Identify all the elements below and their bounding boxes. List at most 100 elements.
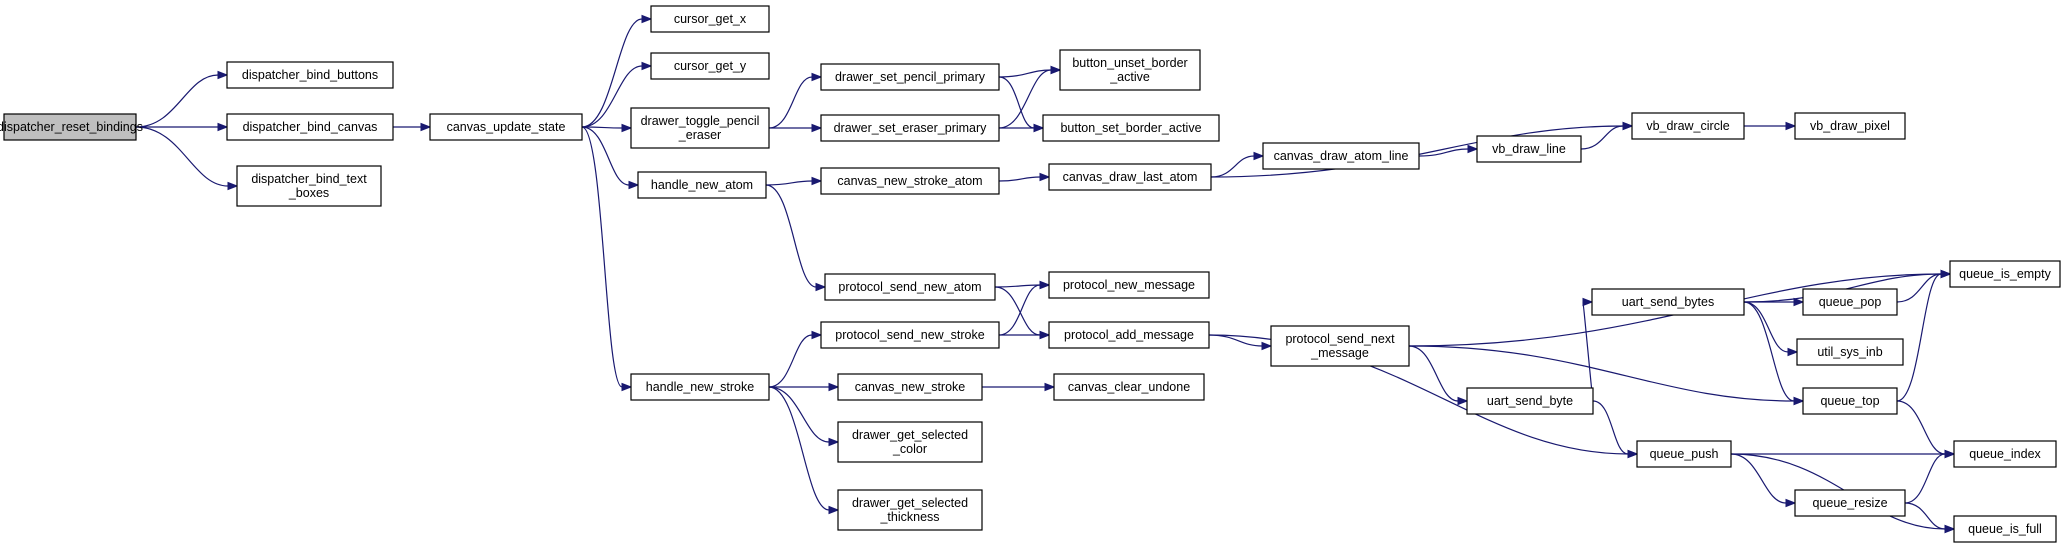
node-label: canvas_draw_atom_line — [1274, 149, 1409, 163]
node-label: queue_top — [1820, 394, 1879, 408]
node-protocol_send_new_stroke[interactable]: protocol_send_new_stroke — [820, 321, 1000, 349]
node-box — [820, 114, 1000, 142]
arrowhead-queue_push-to-queue_resize — [1785, 498, 1797, 508]
node-uart_send_bytes[interactable]: uart_send_bytes — [1591, 288, 1745, 316]
node-queue_pop[interactable]: queue_pop — [1802, 288, 1898, 316]
node-canvas_new_stroke[interactable]: canvas_new_stroke — [837, 373, 983, 401]
node-label: dispatcher_bind_text — [251, 172, 367, 186]
arrowhead-canvas_update_state-to-handle_new_stroke — [621, 382, 633, 392]
call-edges — [135, 14, 1956, 534]
node-box — [1949, 260, 2061, 288]
node-label: handle_new_atom — [651, 178, 753, 192]
node-dispatcher_reset_bindings[interactable]: dispatcher_reset_bindings — [0, 113, 143, 141]
edge-canvas_update_state-to-handle_new_stroke — [581, 126, 623, 388]
node-dispatcher_bind_text_boxes[interactable]: dispatcher_bind_text_boxes — [236, 165, 382, 207]
node-label: canvas_new_stroke — [855, 380, 966, 394]
node-cursor_get_x[interactable]: cursor_get_x — [650, 5, 770, 33]
node-label: protocol_add_message — [1064, 328, 1194, 342]
edge-uart_send_byte-to-queue_push — [1592, 400, 1629, 455]
node-drawer_set_pencil_primary[interactable]: drawer_set_pencil_primary — [820, 63, 1000, 91]
node-canvas_update_state[interactable]: canvas_update_state — [429, 113, 583, 141]
node-box — [1270, 325, 1410, 367]
node-dispatcher_bind_buttons[interactable]: dispatcher_bind_buttons — [226, 61, 394, 89]
node-queue_index[interactable]: queue_index — [1953, 440, 2057, 468]
arrowhead-handle_new_stroke-to-canvas_new_stroke — [828, 382, 840, 392]
node-drawer_toggle_pencil_eraser[interactable]: drawer_toggle_pencil_eraser — [630, 107, 770, 149]
node-queue_is_empty[interactable]: queue_is_empty — [1949, 260, 2061, 288]
node-button_unset_border_active[interactable]: button_unset_border_active — [1059, 49, 1201, 91]
node-protocol_send_new_atom[interactable]: protocol_send_new_atom — [824, 273, 996, 301]
node-handle_new_stroke[interactable]: handle_new_stroke — [630, 373, 770, 401]
node-label: cursor_get_x — [674, 12, 747, 26]
node-cursor_get_y[interactable]: cursor_get_y — [650, 52, 770, 80]
node-label: drawer_set_pencil_primary — [835, 70, 986, 84]
node-canvas_draw_last_atom[interactable]: canvas_draw_last_atom — [1048, 163, 1212, 191]
node-dispatcher_bind_canvas[interactable]: dispatcher_bind_canvas — [226, 113, 394, 141]
node-label: canvas_clear_undone — [1068, 380, 1190, 394]
arrowhead-uart_send_bytes-to-queue_pop — [1793, 297, 1805, 307]
edge-drawer_set_pencil_primary-to-button_set_border_active — [998, 76, 1035, 129]
arrowhead-handle_new_stroke-to-drawer_get_selected_color — [828, 437, 840, 447]
node-box — [824, 273, 996, 301]
node-canvas_new_stroke_atom[interactable]: canvas_new_stroke_atom — [820, 167, 1000, 195]
node-drawer_get_selected_color[interactable]: drawer_get_selected_color — [837, 421, 983, 463]
node-vb_draw_pixel[interactable]: vb_draw_pixel — [1794, 112, 1906, 140]
node-label: drawer_get_selected — [852, 428, 968, 442]
node-util_sys_inb[interactable]: util_sys_inb — [1796, 338, 1904, 366]
edge-handle_new_atom-to-protocol_send_new_atom — [765, 184, 817, 288]
edge-canvas_draw_last_atom-to-vb_draw_circle — [1210, 125, 1624, 178]
node-label: _boxes — [288, 186, 329, 200]
edge-handle_new_stroke-to-protocol_send_new_stroke — [768, 334, 813, 388]
edge-uart_send_byte-to-uart_send_bytes — [1582, 301, 1594, 402]
node-protocol_send_next_message[interactable]: protocol_send_next_message — [1270, 325, 1410, 367]
node-protocol_new_message[interactable]: protocol_new_message — [1048, 271, 1210, 299]
node-canvas_clear_undone[interactable]: canvas_clear_undone — [1053, 373, 1205, 401]
edge-handle_new_atom-to-canvas_new_stroke_atom — [765, 180, 813, 186]
node-box — [1042, 114, 1220, 142]
node-box — [820, 167, 1000, 195]
node-box — [236, 165, 382, 207]
node-button_set_border_active[interactable]: button_set_border_active — [1042, 114, 1220, 142]
node-box — [1591, 288, 1745, 316]
arrowhead-drawer_toggle_pencil_eraser-to-drawer_set_pencil_primary — [811, 72, 823, 82]
node-label: dispatcher_bind_canvas — [243, 120, 378, 134]
edge-protocol_send_new_atom-to-protocol_add_message — [994, 286, 1041, 336]
node-label: queue_push — [1650, 447, 1719, 461]
node-label: protocol_send_next — [1285, 332, 1395, 346]
arrowhead-canvas_draw_last_atom-to-canvas_draw_atom_line — [1253, 151, 1265, 161]
node-drawer_set_eraser_primary[interactable]: drawer_set_eraser_primary — [820, 114, 1000, 142]
edge-drawer_toggle_pencil_eraser-to-drawer_set_pencil_primary — [768, 76, 813, 129]
node-box — [3, 113, 137, 141]
node-queue_push[interactable]: queue_push — [1636, 440, 1732, 468]
arrowhead-handle_new_stroke-to-protocol_send_new_stroke — [811, 330, 823, 340]
node-box — [650, 52, 770, 80]
node-box — [820, 321, 1000, 349]
arrowhead-canvas_update_state-to-cursor_get_y — [641, 61, 653, 71]
node-label: canvas_new_stroke_atom — [837, 174, 982, 188]
node-handle_new_atom[interactable]: handle_new_atom — [637, 171, 767, 199]
node-canvas_draw_atom_line[interactable]: canvas_draw_atom_line — [1262, 142, 1420, 170]
node-box — [1476, 135, 1582, 163]
node-vb_draw_circle[interactable]: vb_draw_circle — [1631, 112, 1745, 140]
node-label: button_unset_border — [1072, 56, 1187, 70]
node-vb_draw_line[interactable]: vb_draw_line — [1476, 135, 1582, 163]
node-uart_send_byte[interactable]: uart_send_byte — [1466, 387, 1594, 415]
edge-canvas_new_stroke_atom-to-canvas_draw_last_atom — [998, 176, 1041, 182]
arrowhead-dispatcher_bind_canvas-to-canvas_update_state — [420, 122, 432, 132]
arrowhead-handle_new_atom-to-protocol_send_new_atom — [815, 282, 827, 292]
node-drawer_get_selected_thickness[interactable]: drawer_get_selected_thickness — [837, 489, 983, 531]
arrowhead-canvas_draw_atom_line-to-vb_draw_line — [1467, 144, 1479, 154]
node-box — [1794, 489, 1906, 517]
edge-queue_pop-to-queue_is_empty — [1896, 273, 1942, 303]
node-protocol_add_message[interactable]: protocol_add_message — [1048, 321, 1210, 349]
arrowhead-canvas_update_state-to-drawer_toggle_pencil_eraser — [621, 123, 633, 133]
node-box — [837, 373, 983, 401]
arrowhead-canvas_update_state-to-cursor_get_x — [641, 14, 653, 24]
node-queue_is_full[interactable]: queue_is_full — [1953, 515, 2057, 543]
node-box — [1048, 163, 1212, 191]
edge-uart_send_bytes-to-queue_top — [1743, 301, 1795, 402]
node-queue_resize[interactable]: queue_resize — [1794, 489, 1906, 517]
node-queue_top[interactable]: queue_top — [1802, 387, 1898, 415]
node-box — [637, 171, 767, 199]
edge-queue_resize-to-queue_is_full — [1904, 502, 1946, 530]
